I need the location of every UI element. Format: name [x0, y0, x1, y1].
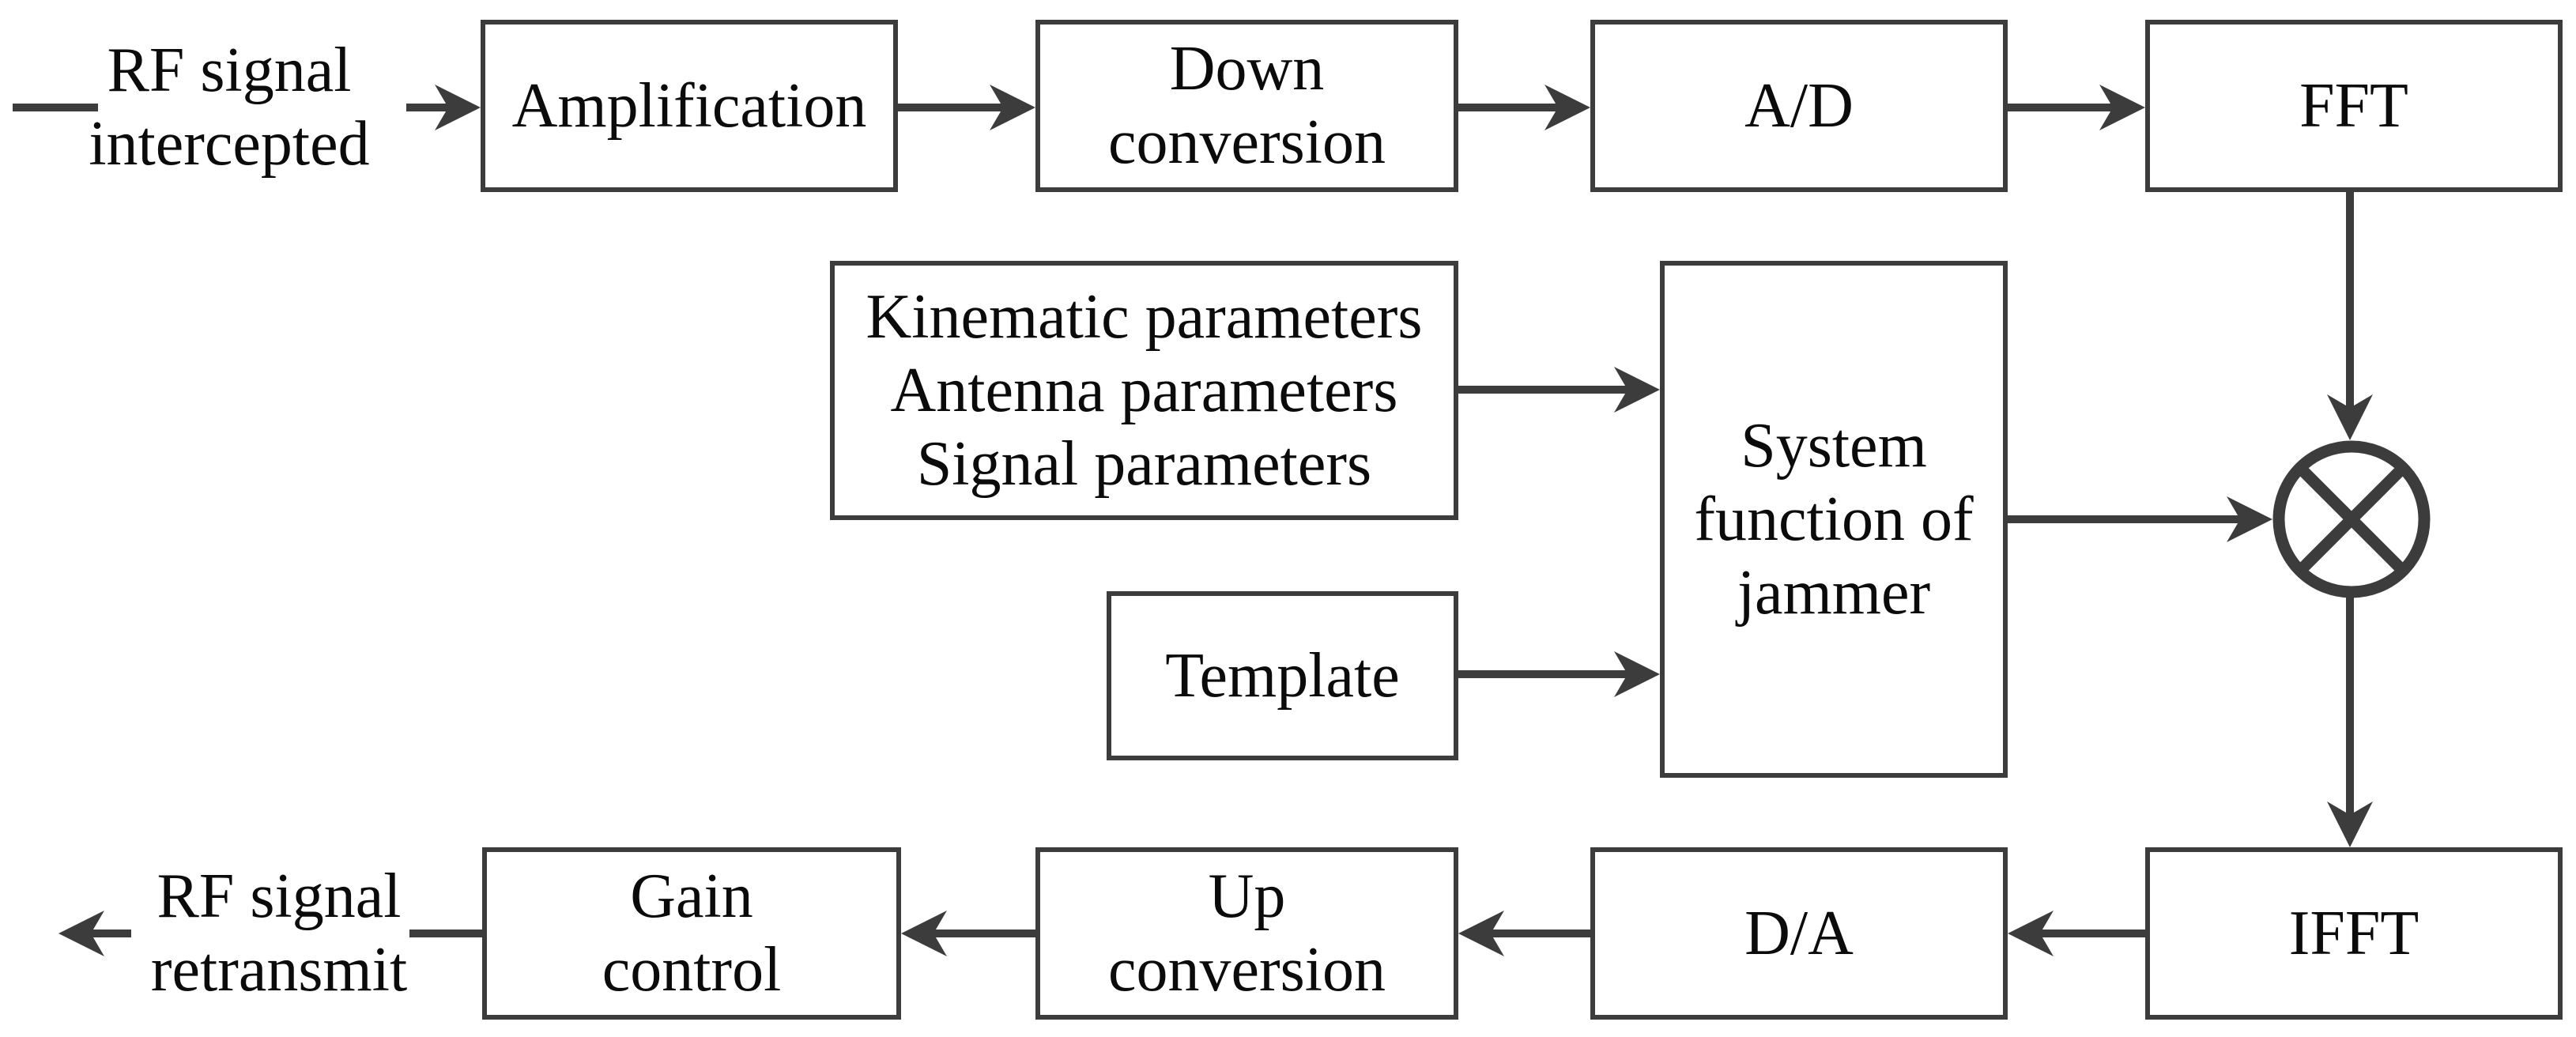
input-signal-label: RF signal intercepted: [40, 33, 419, 182]
arrowhead-fft-to-multiplier: [2327, 394, 2373, 440]
block-down-conversion: Down conversion: [1035, 20, 1458, 192]
output-signal-label-text: RF signal retransmit: [150, 862, 408, 1005]
arrowhead-parameters-to-system: [1614, 367, 1660, 413]
arrowhead-ifft-to-da: [2008, 911, 2054, 956]
block-template-label: Template: [1165, 640, 1400, 711]
arrowhead-downconversion-to-ad: [1544, 85, 1590, 130]
block-down-conversion-label: Down conversion: [1107, 34, 1386, 177]
arrowhead-system-to-multiplier: [2227, 496, 2272, 542]
block-up-conversion: Up conversion: [1035, 847, 1458, 1020]
arrowhead-output: [58, 911, 104, 956]
block-gain-control-label: Gain control: [602, 862, 782, 1005]
block-amplification: Amplification: [481, 20, 898, 192]
output-signal-label: RF signal retransmit: [89, 859, 469, 1008]
arrowhead-input-to-amplification: [435, 85, 481, 130]
block-amplification-label: Amplification: [511, 70, 867, 141]
block-system-function-label: System function of jammer: [1694, 410, 1974, 628]
arrowhead-amplification-to-downconversion: [990, 85, 1035, 130]
arrowhead-ad-to-fft: [2099, 85, 2145, 130]
block-da-converter: D/A: [1590, 847, 2008, 1020]
multiplier-symbol: [2272, 440, 2431, 598]
multiplier-x-stroke-2: [2299, 467, 2404, 571]
block-ad-converter-label: A/D: [1744, 70, 1854, 141]
multiplier-circle: [2272, 440, 2431, 598]
block-up-conversion-label: Up conversion: [1107, 862, 1386, 1005]
block-template: Template: [1107, 591, 1458, 760]
block-ifft: IFFT: [2145, 847, 2563, 1020]
arrowhead-upconversion-to-gain: [901, 911, 947, 956]
arrowhead-template-to-system: [1614, 651, 1660, 697]
block-ad-converter: A/D: [1590, 20, 2008, 192]
block-system-function: System function of jammer: [1660, 261, 2008, 778]
block-fft: FFT: [2145, 20, 2563, 192]
block-parameters: Kinematic parameters Antenna parameters …: [830, 261, 1458, 520]
arrowhead-multiplier-to-ifft: [2327, 801, 2373, 847]
block-gain-control: Gain control: [482, 847, 901, 1020]
block-da-converter-label: D/A: [1744, 898, 1854, 968]
input-signal-label-text: RF signal intercepted: [89, 36, 370, 179]
block-fft-label: FFT: [2299, 70, 2408, 141]
arrowhead-da-to-upconversion: [1458, 911, 1504, 956]
block-parameters-label: Kinematic parameters Antenna parameters …: [866, 281, 1423, 499]
block-ifft-label: IFFT: [2288, 898, 2419, 968]
